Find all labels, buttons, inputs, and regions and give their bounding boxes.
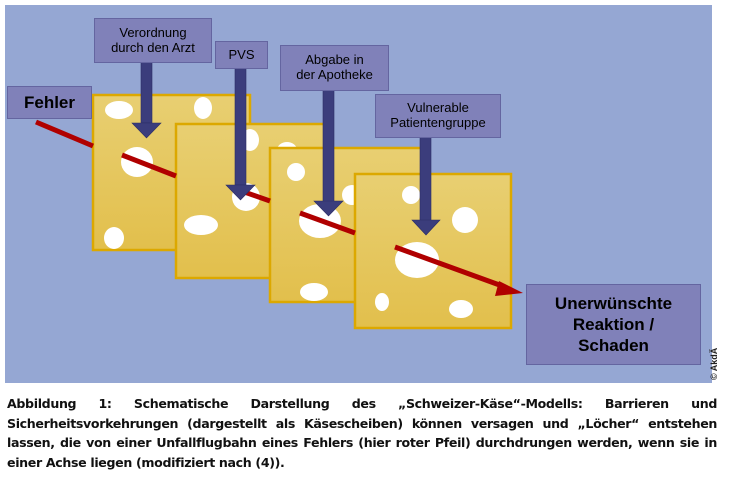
hole xyxy=(104,227,124,249)
barrier-label-line1: Verordnung xyxy=(119,24,187,40)
barrier-label-line2: der Apotheke xyxy=(296,67,373,82)
arrow-head-icon xyxy=(495,281,523,296)
outcome-line1: Unerwünschte xyxy=(554,293,673,313)
figure-caption: Abbildung 1: Schematische Darstellung de… xyxy=(7,396,717,470)
hole xyxy=(375,293,389,311)
hole xyxy=(194,97,212,119)
barrier-label-pvs: PVS xyxy=(215,41,268,69)
barrier-label-line1: PVS xyxy=(228,46,255,62)
hole xyxy=(300,283,328,301)
hole xyxy=(287,163,305,181)
barrier-label-pharmacy: Abgabe in der Apotheke xyxy=(280,45,389,91)
barrier-label-line2: durch den Arzt xyxy=(111,39,195,55)
outcome-line3: Schaden xyxy=(578,336,649,356)
barrier-label-line1: Abgabe in xyxy=(305,52,364,68)
hole xyxy=(105,101,133,119)
barrier-label-line2: Patientengruppe xyxy=(390,115,486,130)
error-label: Fehler xyxy=(23,92,76,112)
barrier-label-line1: Vulnerable xyxy=(407,100,469,116)
error-label-box: Fehler xyxy=(7,86,92,119)
hole xyxy=(452,207,478,233)
outcome-label-box: Unerwünschte Reaktion / Schaden xyxy=(526,284,701,365)
error-trajectory-arrow xyxy=(35,119,523,296)
outcome-line2: Reaktion / xyxy=(572,314,655,334)
hole xyxy=(449,300,473,318)
cheese-slice-4 xyxy=(353,172,513,330)
hole xyxy=(184,215,218,235)
barrier-arrow-4 xyxy=(411,136,441,236)
barrier-label-prescription: Verordnung durch den Arzt xyxy=(94,18,212,63)
hole xyxy=(402,186,420,204)
copyright-notice: © AkdÄ xyxy=(709,347,719,380)
barrier-label-vulnerable-patients: Vulnerable Patientengruppe xyxy=(375,94,501,138)
